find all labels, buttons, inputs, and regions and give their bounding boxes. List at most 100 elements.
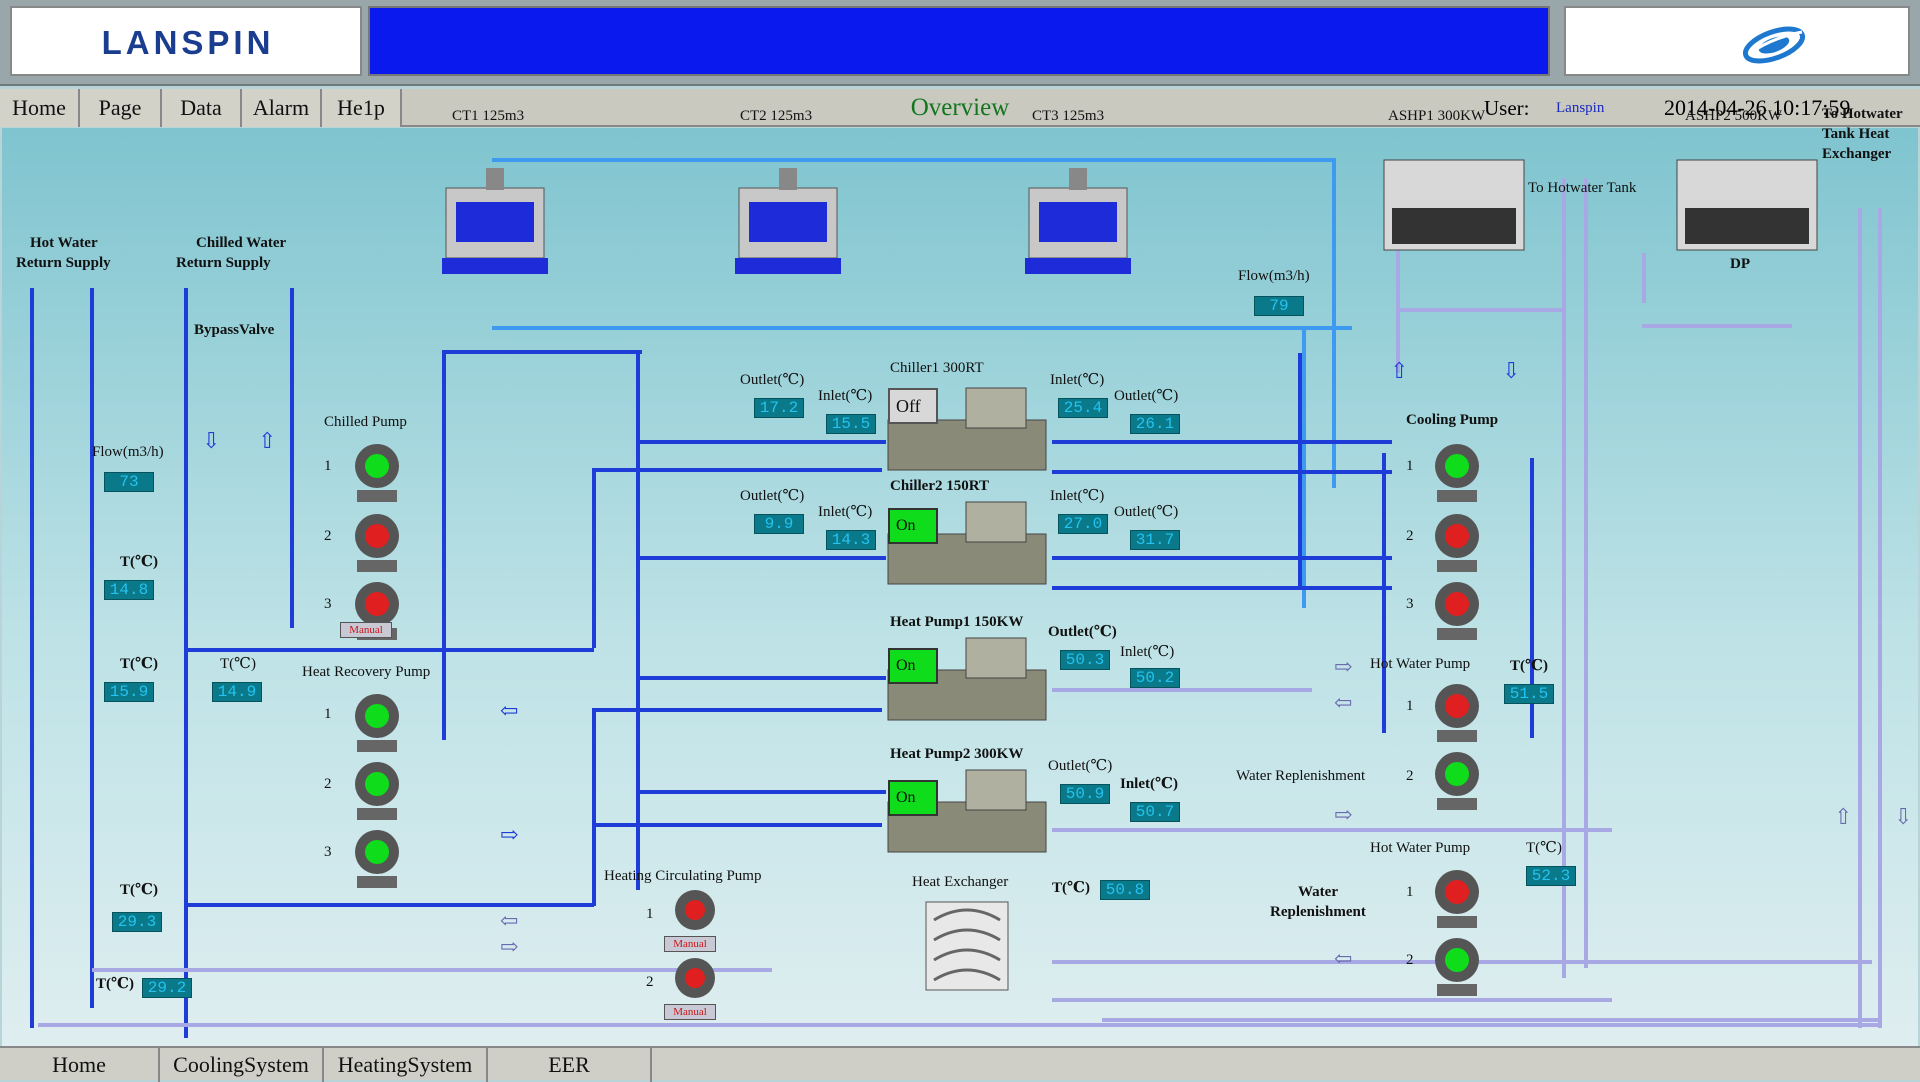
hp2-outlet-value: 50.9 bbox=[1060, 784, 1110, 804]
nav-home[interactable]: Home bbox=[0, 1048, 160, 1082]
pump-num-label: 2 bbox=[1406, 952, 1414, 968]
nav-heating-system[interactable]: HeatingSystem bbox=[324, 1048, 488, 1082]
flow-left-label: Flow(m3/h) bbox=[92, 444, 164, 460]
hwp-t1-label: T(℃) bbox=[1510, 658, 1548, 674]
heat-recovery-pump-2[interactable] bbox=[342, 754, 412, 824]
pipe bbox=[1562, 178, 1566, 978]
chilled-pump-2[interactable] bbox=[342, 506, 412, 576]
cooling-tower-1[interactable] bbox=[442, 168, 548, 280]
pipe bbox=[1052, 470, 1392, 474]
chilled-water-rs-label: Return Supply bbox=[176, 255, 271, 271]
c1-outlet-l-label: Outlet(℃) bbox=[740, 372, 805, 388]
pipe bbox=[1382, 453, 1386, 733]
arrow-right-icon: ⇨ bbox=[500, 822, 519, 847]
heat-recovery-pump-1[interactable] bbox=[342, 686, 412, 756]
dp-label: DP bbox=[1730, 256, 1750, 272]
hot-water-pump-1[interactable] bbox=[1422, 676, 1492, 746]
chiller2-label: Chiller2 150RT bbox=[890, 478, 990, 494]
c2-inlet-r-label: Inlet(℃) bbox=[1050, 488, 1105, 504]
heatpump1-label: Heat Pump1 150KW bbox=[890, 614, 1024, 630]
hot-water-label: Hot Water bbox=[30, 235, 98, 251]
c1-inlet-r-value: 25.4 bbox=[1058, 398, 1108, 418]
t-bottom1-value: 29.3 bbox=[112, 912, 162, 932]
c2-outlet-r-label: Outlet(℃) bbox=[1114, 504, 1179, 520]
heating-circ-pump-1[interactable] bbox=[662, 886, 728, 938]
hwp-t2-label: T(℃) bbox=[1526, 840, 1562, 856]
pipe bbox=[1878, 208, 1882, 1028]
hot-water-pump-4[interactable] bbox=[1422, 930, 1492, 1000]
pump-num-label: 1 bbox=[1406, 458, 1414, 474]
pipe-chilled-supply bbox=[290, 288, 294, 628]
schematic-canvas: CT1 125m3 CT2 125m3 CT3 125m3 ASHP1 300K… bbox=[2, 106, 1918, 1046]
nav-eer[interactable]: EER bbox=[488, 1048, 652, 1082]
cooling-tower-3[interactable] bbox=[1025, 168, 1131, 280]
flow-ct-value: 79 bbox=[1254, 296, 1304, 316]
t-label-5: T(℃) bbox=[96, 976, 134, 992]
heat-exchanger-label: Heat Exchanger bbox=[912, 874, 1009, 890]
pipe bbox=[492, 326, 1352, 330]
chiller2-status-button[interactable]: On bbox=[888, 508, 938, 544]
arrow-down-icon: ⇩ bbox=[1894, 804, 1913, 829]
heat-exchanger-unit[interactable] bbox=[924, 900, 1010, 992]
c2-outlet-r-value: 31.7 bbox=[1130, 530, 1180, 550]
heatpump1-unit[interactable] bbox=[886, 630, 1048, 726]
arrow-up-icon: ⇧ bbox=[1834, 804, 1853, 829]
pipe bbox=[636, 790, 886, 794]
menu-alarm[interactable]: Alarm bbox=[242, 89, 322, 127]
menu-home[interactable]: Home bbox=[0, 89, 80, 127]
hot-water-pump-label-2: Hot Water Pump bbox=[1370, 840, 1471, 856]
chiller1-unit[interactable] bbox=[886, 380, 1048, 476]
chilled-pump-label: Chilled Pump bbox=[324, 414, 407, 430]
pump-num-label: 1 bbox=[324, 458, 332, 474]
pipe bbox=[592, 708, 882, 712]
arrow-up-icon: ⇧ bbox=[258, 428, 277, 453]
arrow-right-icon: ⇨ bbox=[1334, 802, 1353, 827]
nav-cooling-system[interactable]: CoolingSystem bbox=[160, 1048, 324, 1082]
manual-badge[interactable]: Manual bbox=[340, 622, 392, 638]
pump-num-label: 1 bbox=[324, 706, 332, 722]
manual-badge[interactable]: Manual bbox=[664, 1004, 716, 1020]
pipe bbox=[636, 676, 886, 680]
pipe bbox=[1642, 253, 1646, 303]
cooling-pump-2[interactable] bbox=[1422, 506, 1492, 576]
pipe bbox=[184, 648, 594, 652]
to-hotwater-tank-label: To Hotwater Tank bbox=[1528, 180, 1637, 196]
chilled-pump-1[interactable] bbox=[342, 436, 412, 506]
chiller1-status-button[interactable]: Off bbox=[888, 388, 938, 424]
hp2-status-button[interactable]: On bbox=[888, 780, 938, 816]
c2-outlet-l-value: 9.9 bbox=[754, 514, 804, 534]
menu-page[interactable]: Page bbox=[80, 89, 162, 127]
pump-num-label: 2 bbox=[324, 528, 332, 544]
hwp-t2-value: 52.3 bbox=[1526, 866, 1576, 886]
menu-data[interactable]: Data bbox=[162, 89, 242, 127]
heating-circ-pump-2[interactable] bbox=[662, 954, 728, 1006]
pump-num-label: 1 bbox=[646, 906, 654, 922]
cooling-pump-1[interactable] bbox=[1422, 436, 1492, 506]
cooling-pump-label: Cooling Pump bbox=[1406, 412, 1499, 428]
c2-inlet-r-value: 27.0 bbox=[1058, 514, 1108, 534]
t-hr-value: 14.9 bbox=[212, 682, 262, 702]
flow-left-value: 73 bbox=[104, 472, 154, 492]
ashp1-unit[interactable] bbox=[1382, 158, 1526, 254]
manual-badge[interactable]: Manual bbox=[664, 936, 716, 952]
heatpump2-label: Heat Pump2 300KW bbox=[890, 746, 1024, 762]
pipe bbox=[592, 468, 596, 648]
menu-help[interactable]: He1p bbox=[322, 89, 402, 127]
heat-recovery-pump-3[interactable] bbox=[342, 822, 412, 892]
pipe-chilled-return bbox=[184, 288, 188, 1038]
hp1-status-button[interactable]: On bbox=[888, 648, 938, 684]
pipe bbox=[1396, 308, 1566, 312]
c2-inlet-l-value: 14.3 bbox=[826, 530, 876, 550]
hot-water-pump-3[interactable] bbox=[1422, 862, 1492, 932]
cooling-pump-3[interactable] bbox=[1422, 574, 1492, 644]
pipe bbox=[1052, 586, 1392, 590]
c1-inlet-r-label: Inlet(℃) bbox=[1050, 372, 1105, 388]
pipe bbox=[592, 823, 882, 827]
hp2-inlet-value: 50.7 bbox=[1130, 802, 1180, 822]
pipe bbox=[1332, 158, 1336, 488]
cooling-tower-2[interactable] bbox=[735, 168, 841, 280]
hot-water-pump-2[interactable] bbox=[1422, 744, 1492, 814]
pump-num-label: 3 bbox=[1406, 596, 1414, 612]
ashp2-unit[interactable] bbox=[1675, 158, 1819, 254]
flow-ct-label: Flow(m3/h) bbox=[1238, 268, 1310, 284]
